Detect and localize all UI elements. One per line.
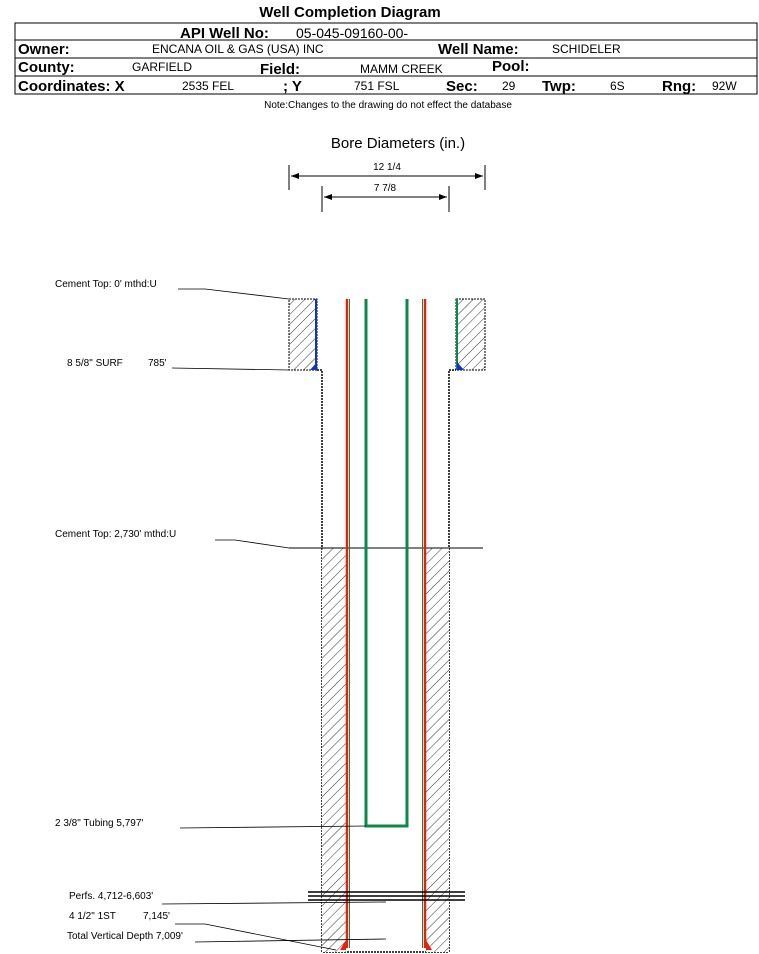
wellname-value: SCHIDELER (552, 42, 621, 56)
label-tubing: 2 3/8" Tubing 5,797' (55, 818, 143, 829)
label-perfs: Perfs. 4,712-6,603' (69, 891, 153, 902)
production-cement (289, 547, 483, 952)
twp-value: 6S (610, 79, 625, 93)
sec-value: 29 (502, 79, 516, 93)
coordx-label: Coordinates: X (18, 78, 125, 95)
header-table (14, 22, 758, 95)
label-cement-top-surface: Cement Top: 0' mthd:U (55, 279, 157, 290)
county-value: GARFIELD (132, 60, 192, 74)
label-surface-casing: 8 5/8" SURF (67, 358, 123, 369)
api-value: 05-045-09160-00- (296, 25, 408, 41)
label-cement-top-production: Cement Top: 2,730' mthd:U (55, 529, 176, 540)
bore-outer-label: 12 1/4 (373, 162, 401, 173)
sec-label: Sec: (446, 78, 478, 95)
rng-label: Rng: (662, 78, 696, 95)
field-value: MAMM CREEK (360, 62, 443, 76)
twp-label: Twp: (542, 78, 576, 95)
perforations (308, 891, 465, 901)
rng-value: 92W (712, 79, 737, 93)
tubing (364, 299, 409, 828)
production-casing (340, 299, 432, 950)
field-label: Field: (260, 61, 300, 78)
coordy-label: ; Y (283, 78, 302, 95)
bore-dimensions (288, 165, 486, 212)
pool-label: Pool: (492, 58, 530, 75)
bore-inner-label: 7 7/8 (374, 183, 397, 194)
label-production-depth: 7,145' (143, 911, 170, 922)
label-surface-depth: 785' (148, 358, 167, 369)
county-label: County: (18, 59, 75, 76)
label-tvd: Total Vertical Depth 7,009' (67, 931, 183, 942)
coordx-value: 2535 FEL (182, 79, 234, 93)
open-hole (317, 369, 456, 953)
surface-cement (288, 298, 486, 371)
owner-value: ENCANA OIL & GAS (USA) INC (152, 42, 324, 56)
coordy-value: 751 FSL (354, 79, 400, 93)
owner-label: Owner: (18, 41, 70, 58)
api-label: API Well No: (180, 25, 269, 42)
diagram-title: Well Completion Diagram (259, 4, 440, 21)
note: Note:Changes to the drawing do not effec… (264, 100, 512, 111)
wellname-label: Well Name: (438, 41, 519, 58)
bore-title: Bore Diameters (in.) (331, 135, 465, 152)
label-production-casing: 4 1/2" 1ST (69, 911, 116, 922)
leader-lines (161, 288, 387, 951)
